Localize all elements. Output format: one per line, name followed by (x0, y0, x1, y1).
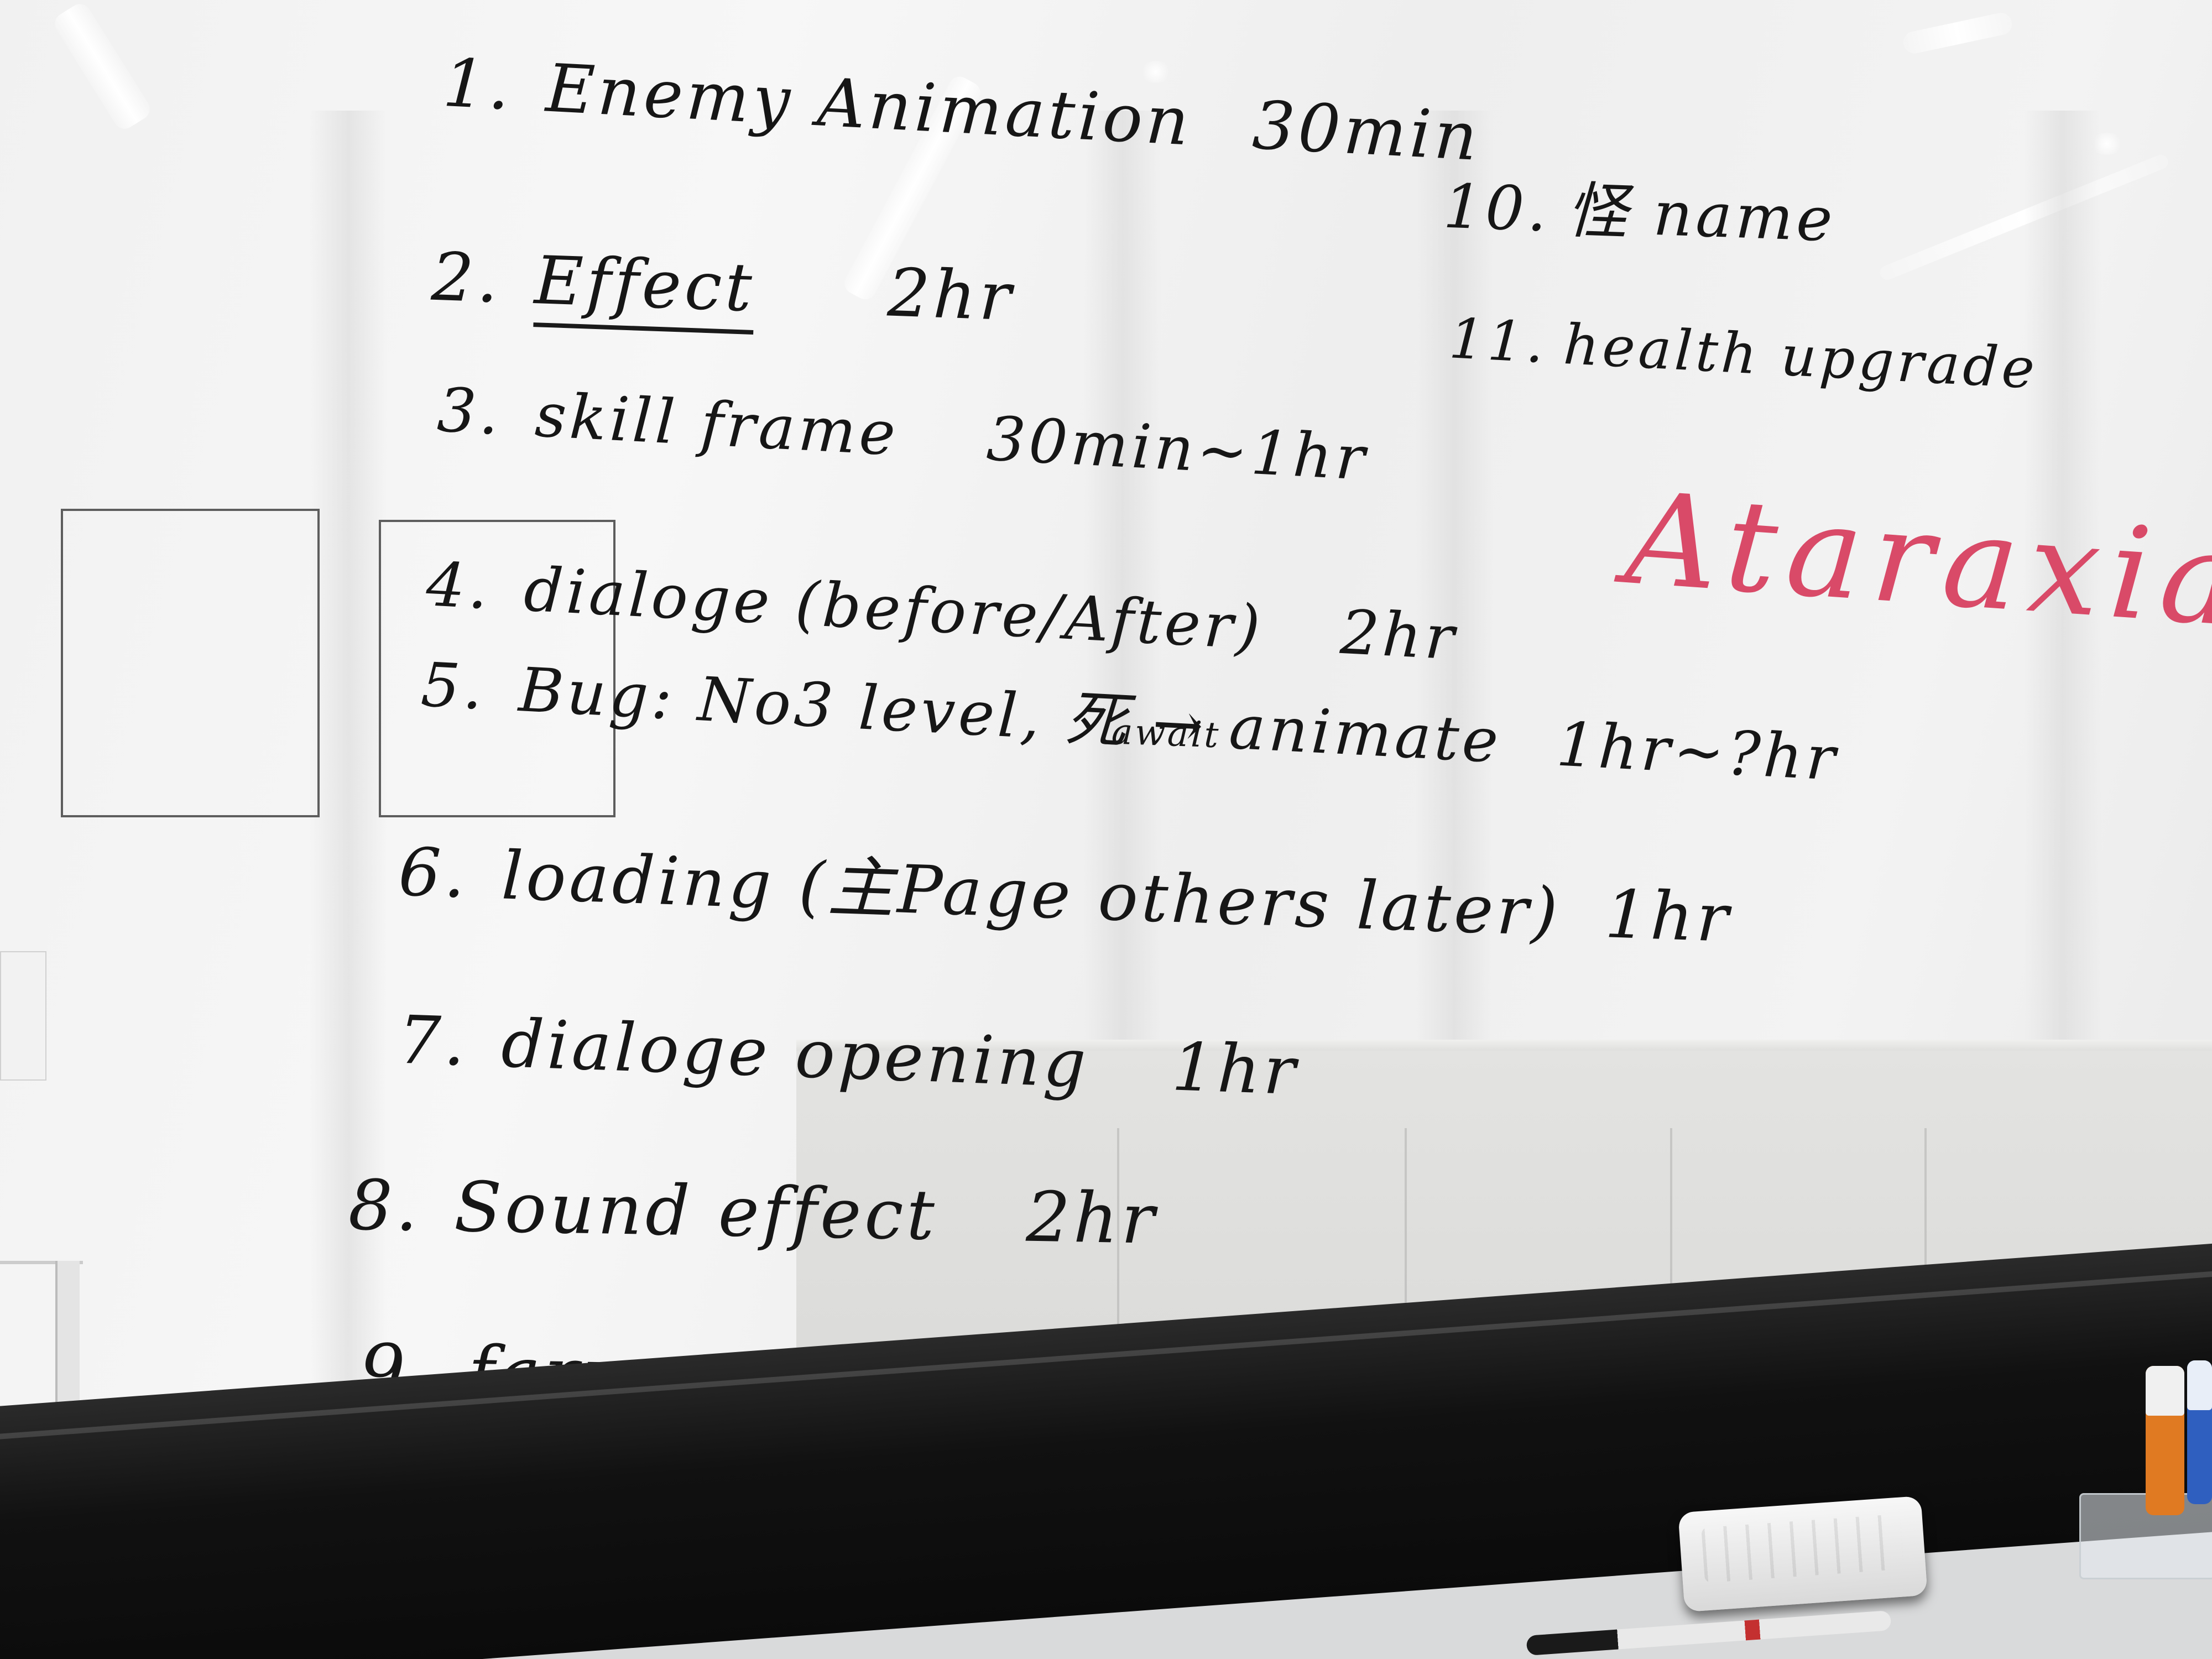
whiteboard-marker[interactable] (2146, 1366, 2184, 1515)
task-number: 1. (441, 44, 515, 126)
whiteboard-eraser[interactable] (1678, 1495, 1928, 1613)
whiteboard-marker[interactable] (1526, 1610, 1892, 1656)
wall-panel-line (1117, 1128, 1119, 1504)
task-duration: 1hr~?hr (1554, 708, 1840, 795)
task-label: 怪 name (1565, 175, 1837, 255)
task-number: 7. (397, 1001, 470, 1081)
task-duration: 30min (1250, 87, 1483, 176)
task-label: Effect (533, 242, 757, 335)
task-duration: 2hr (1025, 1177, 1159, 1260)
task-number: 10. (1442, 170, 1552, 246)
task-duration: 1hr (1170, 1029, 1300, 1110)
task-number: 8. (347, 1165, 422, 1247)
task-number: 6. (397, 833, 470, 914)
task-number: 2. (430, 238, 503, 318)
wall-notice (0, 951, 46, 1081)
background-pillar (310, 111, 387, 1493)
task-item: 10.怪 name (1442, 170, 1837, 255)
task-duration: 30min~1hr (985, 403, 1370, 494)
task-number: 3. (435, 374, 504, 448)
task-duration: 2hr (1338, 596, 1459, 674)
task-duration: 1hr (1603, 876, 1733, 958)
whiteboard-marker[interactable] (2187, 1360, 2212, 1504)
glass-frame-outline (379, 520, 615, 817)
task-number: 4. (424, 549, 493, 623)
task-item: 8. Sound effect 2hr (347, 1165, 1159, 1260)
task-number: 5. (419, 649, 488, 723)
glass-frame-outline (61, 509, 320, 817)
task-number: 11. (1447, 306, 1549, 376)
spotlight (1139, 61, 1172, 83)
task-label: Sound effect (453, 1167, 938, 1256)
task-duration: 2hr (886, 254, 1016, 336)
